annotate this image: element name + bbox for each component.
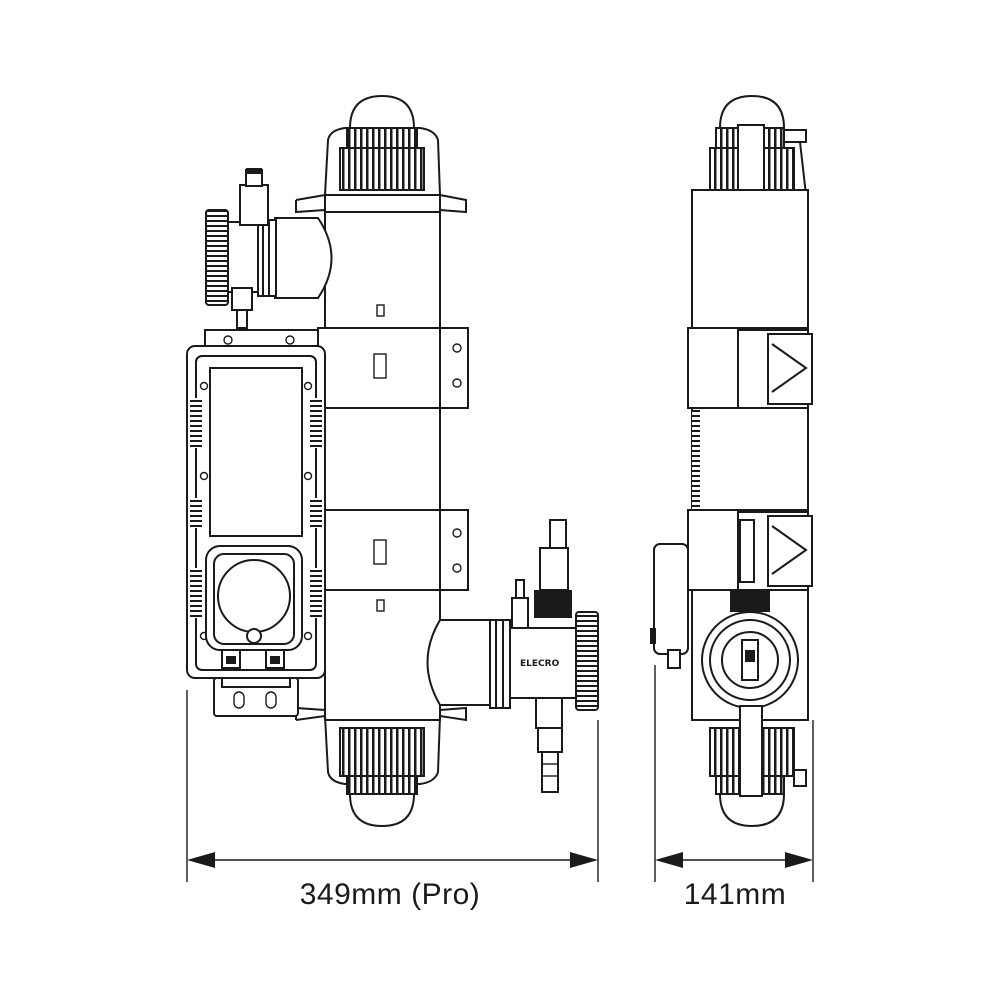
front-width-label: 349mm (Pro) <box>299 878 481 911</box>
front-width-dimension <box>186 690 599 882</box>
front-control-box <box>186 329 326 717</box>
side-width-dimension <box>654 665 814 882</box>
side-body <box>650 189 813 721</box>
front-upper-fitting <box>205 168 277 338</box>
front-bottom-cap <box>295 706 467 828</box>
side-bottom-cap <box>709 705 807 828</box>
front-top-cap <box>295 94 467 214</box>
front-view: ELECRO <box>186 94 599 828</box>
front-lower-fitting: ELECRO <box>489 519 599 793</box>
side-width-label: 141mm <box>683 878 787 911</box>
side-view <box>650 94 813 828</box>
brand-mark: ELECRO <box>520 659 560 669</box>
front-clamp-lower <box>317 509 469 591</box>
side-top-cap <box>709 94 807 212</box>
front-clamp-upper <box>317 327 469 409</box>
